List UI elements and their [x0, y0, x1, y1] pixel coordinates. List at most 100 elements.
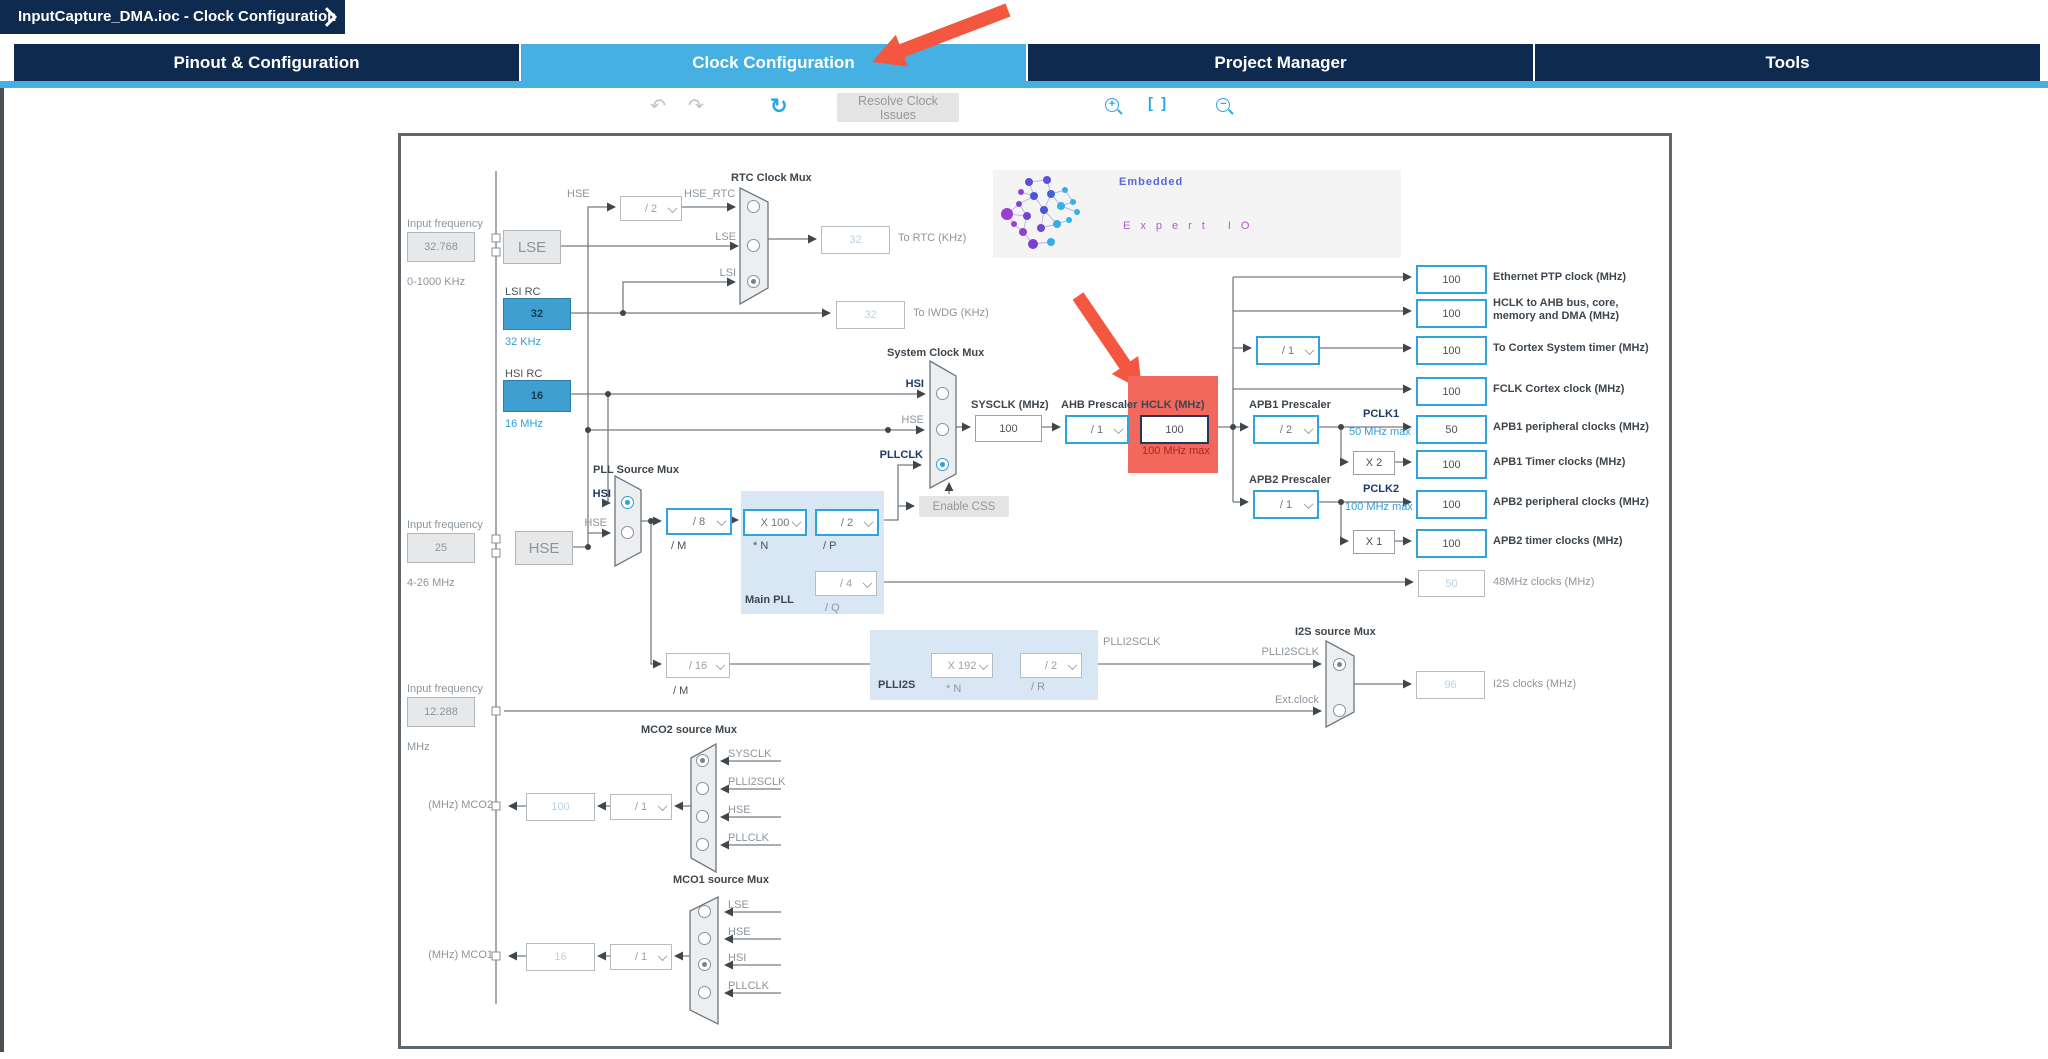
fclk-value-box[interactable]: 100 — [1416, 377, 1487, 406]
i2s-mux-radio-plli2sclk[interactable] — [1333, 658, 1346, 671]
hsi-value-box: 16 — [503, 380, 571, 412]
plli2s-r-divider-dropdown[interactable]: / 2 — [1020, 653, 1082, 678]
dropdown-value: / 4 — [839, 577, 853, 590]
mco1-mux-radio-hse[interactable] — [698, 932, 711, 945]
refresh-icon[interactable]: ↻ — [770, 95, 788, 118]
to-iwdg-value-box: 32 — [836, 301, 905, 329]
zoom-out-icon[interactable]: − — [1216, 98, 1231, 112]
plli2s-label: PLLI2S — [878, 679, 916, 691]
sysmux-hse-label: HSE — [901, 414, 924, 426]
dropdown-value: / 1 — [1090, 423, 1104, 436]
apb1-prescaler-dropdown[interactable]: / 2 — [1253, 415, 1319, 444]
apb2-peripheral-value-box[interactable]: 100 — [1416, 490, 1487, 519]
mco2-divider-dropdown[interactable]: / 1 — [610, 794, 672, 820]
rtc-hse-divider-dropdown[interactable]: / 2 — [620, 196, 682, 221]
sysclk-value-box[interactable]: 100 — [975, 415, 1042, 442]
breadcrumb-label: InputCapture_DMA.ioc - Clock Configurati… — [18, 8, 337, 25]
pll-m-divider-dropdown[interactable]: / 8 — [666, 508, 732, 535]
mco2-source-mux-title: MCO2 source Mux — [641, 724, 737, 736]
breadcrumb[interactable]: InputCapture_DMA.ioc - Clock Configurati… — [0, 0, 345, 34]
pll-n-label: * N — [753, 540, 769, 552]
resolve-clock-issues-button[interactable]: Resolve Clock Issues — [837, 93, 959, 122]
i2s-mux-radio-extclock[interactable] — [1333, 704, 1346, 717]
dropdown-value: / 2 — [644, 202, 658, 215]
mco2-mux-radio-pllclk[interactable] — [696, 838, 709, 851]
plli2s-n-label: * N — [946, 683, 962, 695]
rtc-mux-radio-lsi[interactable] — [747, 275, 760, 288]
pll-mux-radio-hsi[interactable] — [621, 496, 634, 509]
mco1-divider-dropdown[interactable]: / 1 — [610, 944, 672, 970]
apb2-timer-multiplier-box: X 1 — [1353, 530, 1395, 554]
hsi-rc-label: HSI RC — [505, 368, 543, 380]
apb2-timer-label: APB2 timer clocks (MHz) — [1493, 535, 1623, 547]
lse-input-frequency-label: Input frequency — [407, 218, 483, 230]
window-left-border — [0, 88, 4, 1052]
cortex-timer-value-box[interactable]: 100 — [1416, 336, 1487, 365]
lse-frequency-field[interactable]: 32.768 — [407, 232, 475, 262]
redo-icon[interactable]: ↷ — [688, 96, 704, 117]
minus-glyph: − — [1220, 98, 1227, 110]
chevron-down-icon — [716, 515, 727, 526]
plli2s-m-label: / M — [673, 685, 689, 697]
clk48-label: 48MHz clocks (MHz) — [1493, 576, 1595, 588]
hclk-value-box[interactable]: 100 — [1140, 415, 1209, 444]
rtc-lse-label: LSE — [715, 231, 736, 243]
i2s-plli2sclk-label: PLLI2SCLK — [1261, 646, 1319, 658]
rtc-mux-radio-hse-rtc[interactable] — [747, 200, 760, 213]
ahb-prescaler-dropdown[interactable]: / 1 — [1065, 415, 1129, 444]
i2s-clocks-value-box: 96 — [1416, 671, 1485, 699]
apb1-peripheral-value-box[interactable]: 50 — [1416, 415, 1487, 444]
cortex-timer-divider-dropdown[interactable]: / 1 — [1256, 336, 1320, 365]
to-rtc-value-box: 32 — [821, 226, 890, 254]
plli2s-n-multiplier-dropdown[interactable]: X 192 — [931, 653, 993, 678]
apb2-prescaler-dropdown[interactable]: / 1 — [1253, 490, 1319, 519]
zoom-in-icon[interactable]: + — [1105, 98, 1119, 112]
pll-p-divider-dropdown[interactable]: / 2 — [815, 509, 879, 536]
apb1-timer-value-box[interactable]: 100 — [1416, 450, 1487, 479]
mco2-mux-radio-sysclk[interactable] — [696, 754, 709, 767]
pll-q-label: / Q — [825, 602, 840, 614]
undo-icon[interactable]: ↶ — [650, 96, 666, 117]
rtc-mux-radio-lse[interactable] — [747, 239, 760, 252]
dropdown-value: / 1 — [1279, 498, 1293, 511]
tab-clock-configuration[interactable]: Clock Configuration — [521, 44, 1026, 81]
ethernet-ptp-label: Ethernet PTP clock (MHz) — [1493, 271, 1627, 283]
apb2-timer-value-box[interactable]: 100 — [1416, 529, 1487, 558]
tab-pinout-configuration[interactable]: Pinout & Configuration — [14, 44, 519, 81]
dropdown-value: X 100 — [760, 516, 790, 529]
ethernet-ptp-value-box[interactable]: 100 — [1416, 265, 1487, 294]
mco1-mux-radio-pllclk[interactable] — [698, 986, 711, 999]
sysmux-radio-pllclk[interactable] — [936, 458, 949, 471]
hse-frequency-field[interactable]: 25 — [407, 533, 475, 563]
mco1-mux-radio-lse[interactable] — [698, 905, 711, 918]
apb2-prescaler-label: APB2 Prescaler — [1249, 474, 1331, 486]
mco1-mux-radio-hsi[interactable] — [698, 958, 711, 971]
pll-mux-radio-hse[interactable] — [621, 526, 634, 539]
apb1-timer-multiplier-box: X 2 — [1353, 451, 1395, 475]
pll-n-multiplier-dropdown[interactable]: X 100 — [743, 509, 807, 536]
fit-to-screen-icon[interactable]: [ ] — [1148, 95, 1169, 112]
i2s-ckin-frequency-field[interactable]: 12.288 — [407, 697, 475, 727]
active-tab-strip — [0, 81, 2048, 88]
tab-tools[interactable]: Tools — [1535, 44, 2040, 81]
dropdown-value: / 16 — [688, 659, 708, 672]
mco2-plli2sclk-label: PLLI2SCLK — [728, 776, 786, 788]
plli2s-m-divider-dropdown[interactable]: / 16 — [666, 653, 730, 678]
mco2-pllclk-label: PLLCLK — [728, 832, 769, 844]
hse-range-label: 4-26 MHz — [407, 577, 455, 589]
sysmux-radio-hsi[interactable] — [936, 387, 949, 400]
hclk-ahb-value-box[interactable]: 100 — [1416, 299, 1487, 328]
pll-source-mux-title: PLL Source Mux — [593, 464, 679, 476]
i2s-extclock-label: Ext.clock — [1274, 694, 1319, 706]
pll-q-divider-dropdown[interactable]: / 4 — [815, 571, 877, 596]
sysmux-radio-hse[interactable] — [936, 423, 949, 436]
enable-css-button[interactable]: Enable CSS — [919, 496, 1009, 517]
mco2-mux-radio-hse[interactable] — [696, 810, 709, 823]
tab-project-manager[interactable]: Project Manager — [1028, 44, 1533, 81]
chevron-down-icon — [1113, 423, 1124, 434]
mco2-mux-radio-plli2sclk[interactable] — [696, 782, 709, 795]
lsi-rc-label: LSI RC — [505, 286, 541, 298]
clk48-value-box: 50 — [1418, 570, 1485, 597]
chevron-down-icon — [978, 659, 989, 670]
lse-range-label: 0-1000 KHz — [407, 276, 466, 288]
